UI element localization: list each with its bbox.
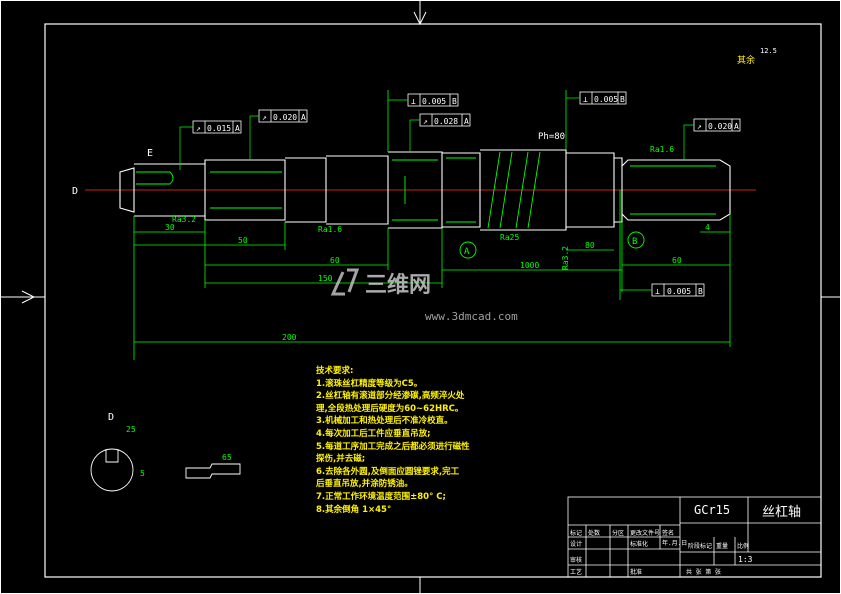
tb-h5: 签名	[662, 529, 674, 537]
tol-5-symbol: ⊥	[583, 95, 588, 104]
tol-2-symbol: ↗	[262, 113, 267, 122]
tol-3-datum: B	[452, 97, 457, 106]
tb-ratio: 比例	[737, 542, 749, 550]
dim-200: 200	[282, 333, 297, 342]
roughness-c: Ra25	[500, 233, 519, 242]
tol-3-value: 0.005	[422, 97, 446, 106]
tb-design: 设计	[570, 540, 582, 548]
tol-1-datum: A	[235, 124, 240, 133]
dim-5: 5	[140, 469, 145, 478]
tol-4-datum: A	[464, 117, 469, 126]
tb-approve: 批准	[630, 568, 642, 576]
note-line-6: 5.每道工序加工完成之后都必须进行磁性	[316, 441, 470, 452]
dim-1000: 1000	[520, 261, 539, 270]
tb-process: 工艺	[570, 568, 582, 576]
note-line-3: 理,全段热处理后硬度为60~62HRC。	[316, 403, 464, 414]
tb-stage: 阶段标记	[688, 542, 712, 550]
tb-h3: 分区	[612, 529, 624, 537]
watermark-logo-icon	[330, 268, 360, 296]
roughness-e: Ra3.2	[561, 246, 570, 270]
dim-60-b: 60	[672, 256, 682, 265]
datum-markers	[90, 231, 645, 492]
shaft-details	[136, 151, 716, 229]
thread-profile	[185, 463, 241, 479]
title-block-text: GCr15 丝杠轴 1:3 标记 处数 分区 更改文件号 签名 年.月.日 设计…	[570, 503, 801, 576]
tol-4-symbol: ↗	[423, 117, 428, 126]
note-line-8: 6.去除各外圆,及倒面应圆锉要求,完工	[316, 466, 460, 477]
dim-4: 4	[705, 223, 710, 232]
roughness-b: Ra1.6	[318, 225, 342, 234]
technical-requirements: 技术要求: 1.滚珠丝杠精度等级为C5。 2.丝杠轴有滚道部分经渗碳,高频淬火处…	[316, 365, 536, 516]
tol-6-value: 0.020	[708, 122, 732, 131]
tol-5-datum: B	[620, 95, 625, 104]
datum-b-label: B	[632, 237, 637, 247]
tol-1-symbol: ↗	[196, 124, 201, 133]
tol-6-datum: A	[734, 122, 739, 131]
tb-h6: 年.月.日	[662, 539, 687, 547]
tb-sheets: 共 张 第 张	[686, 568, 721, 576]
tb-part-name: 丝杠轴	[762, 504, 801, 520]
tol-1-value: 0.015	[207, 124, 231, 133]
dimension-lines	[133, 90, 731, 360]
tb-h2: 处数	[588, 529, 600, 537]
tol-7-datum: B	[698, 287, 703, 296]
watermark-url: www.3dmcad.com	[425, 310, 518, 323]
tol-7-value: 0.005	[667, 287, 691, 296]
tb-weight: 重量	[716, 542, 728, 550]
note-line-9: 后垂直吊放,并涂防锈油。	[316, 479, 413, 490]
dim-50: 50	[238, 236, 248, 245]
note-line-2: 2.丝杠轴有滚道部分经渗碳,高频淬火处	[316, 391, 465, 402]
note-line-11: 8.其余倒角 1×45°	[316, 504, 392, 515]
note-line-1: 1.滚珠丝杠精度等级为C5。	[316, 378, 423, 389]
roughness-other-value: 12.5	[760, 47, 777, 55]
pitch-label: Ph=80	[538, 132, 565, 142]
dim-80: 80	[585, 241, 595, 250]
notes-title: 技术要求:	[316, 366, 354, 376]
dim-150: 150	[318, 274, 333, 283]
watermark: 三维网 www.3dmcad.com	[330, 268, 518, 323]
tb-std: 标准化	[630, 540, 648, 548]
tb-material: GCr15	[694, 503, 730, 517]
dim-30: 30	[165, 223, 175, 232]
tol-4-value: 0.028	[434, 117, 458, 126]
tol-6-symbol: ↗	[697, 122, 702, 131]
tb-h4: 更改文件号	[630, 529, 660, 537]
tol-5-value: 0.005	[594, 95, 618, 104]
leader-lines	[179, 97, 694, 291]
tb-h1: 标记	[570, 529, 582, 537]
roughness-d: Ra1.6	[650, 145, 674, 154]
tb-scale: 1:3	[738, 555, 753, 564]
dim-25: 25	[126, 425, 136, 434]
tol-3-symbol: ⊥	[411, 97, 416, 106]
tb-review: 审核	[570, 556, 582, 564]
dim-65: 65	[222, 453, 232, 462]
section-d-label: D	[108, 412, 114, 423]
title-block	[567, 496, 822, 578]
note-line-5: 4.每次加工后工件应垂直吊放;	[316, 428, 431, 439]
view-e-label: E	[147, 148, 153, 159]
dim-60-a: 60	[330, 256, 340, 265]
datum-a-label: A	[464, 247, 470, 257]
roughness-other-label: 其余	[737, 54, 755, 66]
note-line-7: 探伤,并去磁;	[316, 454, 366, 465]
tol-7-symbol: ⊥	[655, 287, 660, 296]
roughness-a: Ra3.2	[172, 215, 196, 224]
tol-2-datum: A	[301, 113, 306, 122]
note-line-10: 7.正常工作环境温度范围±80° C;	[316, 491, 446, 502]
shaft-outline	[119, 149, 731, 231]
tol-2-value: 0.020	[273, 113, 297, 122]
view-d-label: D	[72, 186, 78, 197]
watermark-brand: 三维网	[365, 272, 431, 298]
note-line-4: 3.机械加工和热处理后不准冷校直。	[316, 416, 453, 427]
